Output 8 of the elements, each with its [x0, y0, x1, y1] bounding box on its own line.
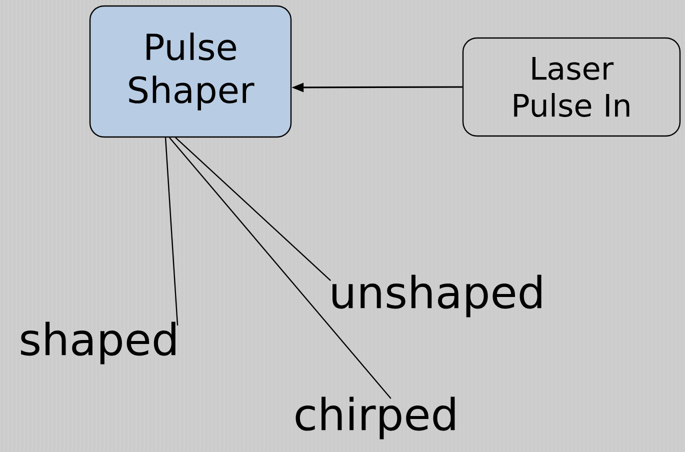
connector-line [175, 137, 331, 281]
connector-line [164, 138, 178, 326]
connector-line [169, 137, 392, 399]
output-label: shaped [21, 322, 176, 364]
process-box: Pulse Shaper [89, 5, 292, 138]
output-label: chirped [296, 396, 455, 440]
process-box: Laser Pulse In [462, 37, 681, 137]
output-label: unshaped [332, 274, 542, 318]
